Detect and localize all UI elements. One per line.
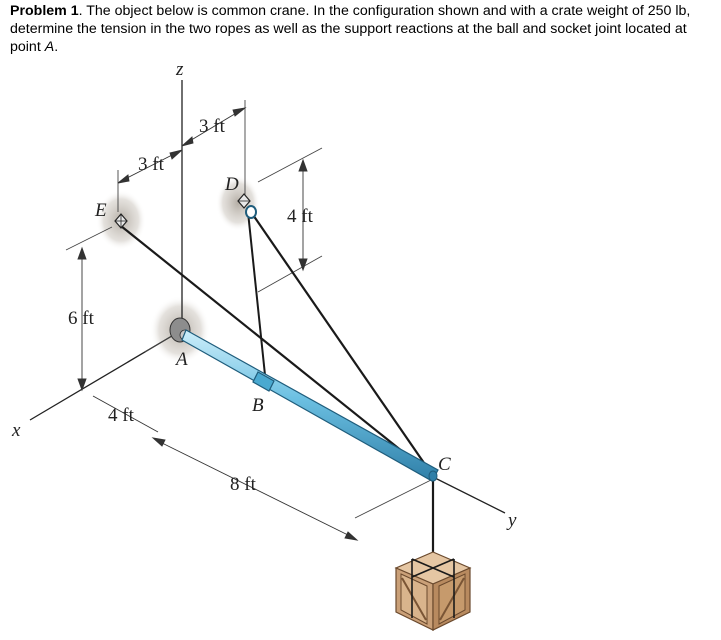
support-d xyxy=(237,193,257,219)
point-b-label: B xyxy=(252,395,264,416)
y-axis-label: y xyxy=(506,510,517,531)
point-c-label: C xyxy=(438,454,451,475)
y-axis xyxy=(434,477,506,514)
dim-6ft: 6 ft xyxy=(68,308,95,329)
problem-body: . The object below is common crane. In t… xyxy=(10,3,691,55)
point-e-label: E xyxy=(94,200,107,221)
dim-8ft: 8 ft xyxy=(230,474,257,495)
boom-ac xyxy=(181,329,439,482)
rope-db xyxy=(247,211,266,376)
support-e xyxy=(114,213,128,229)
rope-ec xyxy=(120,225,434,477)
problem-end: . xyxy=(54,39,59,55)
crate xyxy=(394,551,472,631)
problem-statement: Problem 1. The object below is common cr… xyxy=(10,2,715,56)
dim-4ft-right: 4 ft xyxy=(287,206,314,227)
problem-label: Problem 1 xyxy=(10,3,79,19)
ext-line-4ft-bot xyxy=(257,255,323,293)
dim-4ft-bottom: 4 ft xyxy=(108,405,135,426)
ext-line-4ft-top xyxy=(257,147,323,183)
dim-3ft-top: 3 ft xyxy=(199,116,226,137)
rope-dc xyxy=(250,211,434,477)
point-a-ref: A xyxy=(44,39,55,55)
z-axis-label: z xyxy=(175,59,184,80)
dimension-lines xyxy=(77,107,359,541)
x-axis-label: x xyxy=(11,420,21,441)
point-d-label: D xyxy=(224,174,239,195)
ext-line-8ft-c xyxy=(354,477,436,519)
point-a-label: A xyxy=(174,349,188,370)
dim-3ft-left: 3 ft xyxy=(138,154,165,175)
ext-line-6ft-top xyxy=(65,226,113,251)
